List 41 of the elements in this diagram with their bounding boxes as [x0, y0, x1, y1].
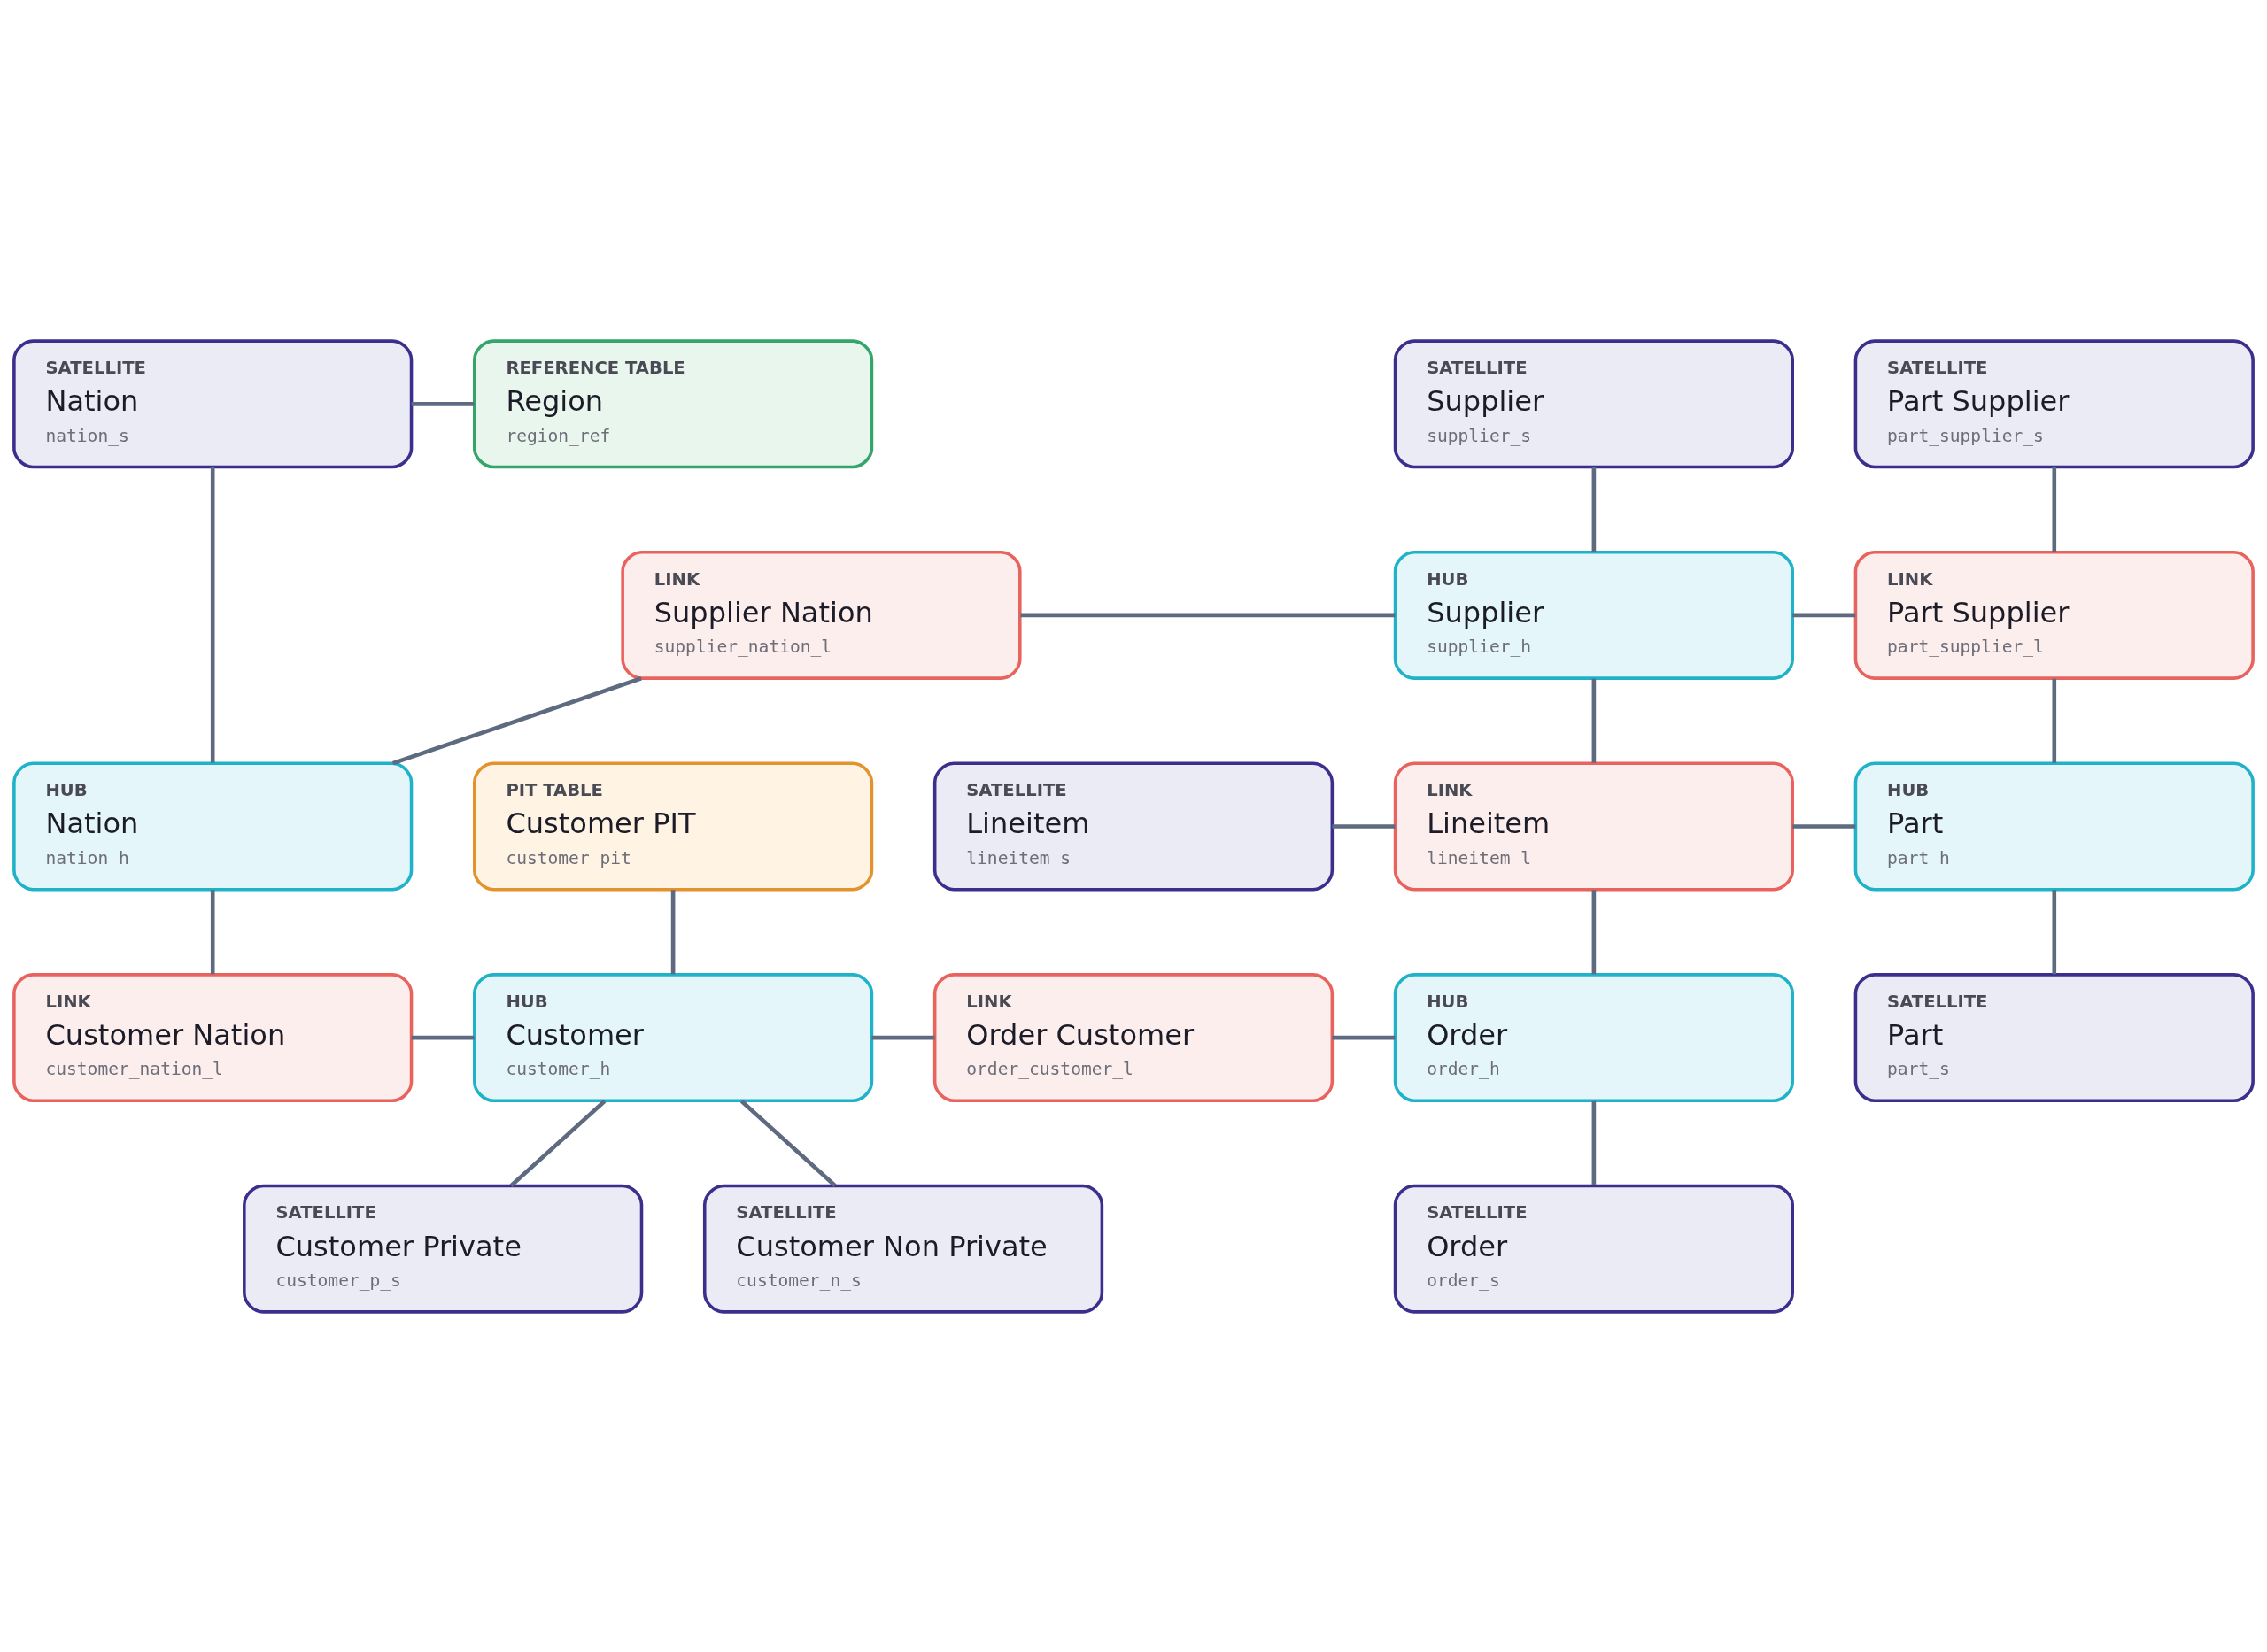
node-box: HUB Nation nation_h	[12, 761, 414, 891]
node-box: HUB Part part_h	[1853, 761, 2255, 891]
node-box: LINK Part Supplier part_supplier_l	[1853, 550, 2255, 680]
node-box: PIT TABLE Customer PIT customer_pit	[473, 761, 874, 891]
connector	[1591, 1100, 1597, 1185]
node-box: SATELLITE Part part_s	[1853, 972, 2255, 1102]
node-box: SATELLITE Customer Private customer_p_s	[243, 1184, 644, 1314]
node-box: HUB Customer customer_h	[473, 972, 874, 1102]
node-box: SATELLITE Nation nation_s	[12, 338, 414, 468]
node-box: SATELLITE Part Supplier part_supplier_s	[1853, 338, 2255, 468]
connector	[509, 1099, 607, 1187]
connector	[670, 889, 676, 974]
connector	[2052, 889, 2057, 974]
node-box: LINK Supplier Nation supplier_nation_l	[621, 550, 1022, 680]
node-box: LINK Customer Nation customer_nation_l	[12, 972, 414, 1102]
node-box: SATELLITE Order order_s	[1393, 1184, 1794, 1314]
connector	[1591, 678, 1597, 763]
connector	[871, 1035, 935, 1039]
connector	[2052, 467, 2057, 552]
connector	[1792, 613, 1856, 617]
connector	[1591, 889, 1597, 974]
connector	[1591, 467, 1597, 552]
connector	[210, 467, 215, 763]
connector	[411, 401, 475, 406]
connector	[1332, 1035, 1396, 1039]
connector	[411, 1035, 475, 1039]
connector	[210, 889, 215, 974]
node-box: HUB Order order_h	[1393, 972, 1794, 1102]
connector	[2052, 678, 2057, 763]
connector	[739, 1099, 837, 1187]
connector	[1792, 823, 1856, 829]
node-box: SATELLITE Customer Non Private customer_n_s	[702, 1184, 1104, 1314]
node-box: SATELLITE Supplier supplier_s	[1393, 338, 1794, 468]
connector	[1020, 613, 1396, 617]
node-box: SATELLITE Lineitem lineitem_s	[932, 761, 1335, 891]
node-box: LINK Lineitem lineitem_l	[1393, 761, 1794, 891]
node-box: LINK Order Customer order_customer_l	[932, 972, 1335, 1102]
node-box: REFERENCE TABLE Region region_ref	[473, 338, 874, 468]
connector	[1332, 823, 1396, 829]
connector	[391, 675, 642, 765]
node-box: HUB Supplier supplier_h	[1393, 550, 1794, 680]
